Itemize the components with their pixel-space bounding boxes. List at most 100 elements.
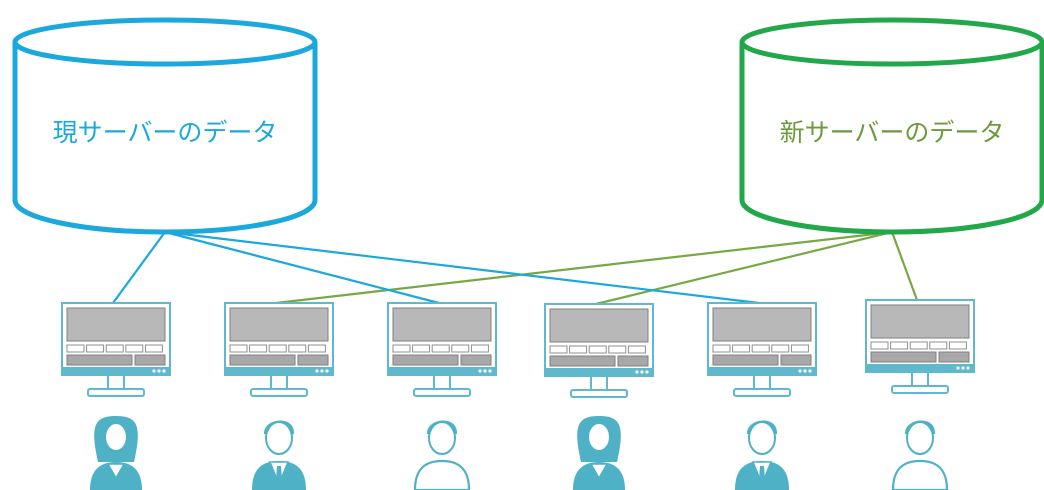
monitor-screen-panel [712,307,812,342]
monitor-bar-right [780,354,812,366]
monitor-bar-left [392,354,459,366]
workstation-4 [544,303,654,490]
monitor-icon [865,299,975,394]
link-new-to-workstation-4 [595,230,893,306]
monitor-key [732,344,751,353]
monitor-key [929,341,948,350]
monitor-screen-panel [66,307,166,342]
current-server-database: 現サーバーのデータ [12,17,318,235]
user-face [587,422,611,452]
monitor-key [549,345,568,354]
monitor-led-dot [152,369,156,373]
monitor-key [412,344,431,353]
monitor-base [891,385,949,394]
link-current-to-workstation-1 [112,231,166,304]
monitor-led-dot [966,366,970,370]
monitor-neck [433,374,451,390]
monitor-screen-panel [229,307,329,342]
monitor-key [288,344,307,353]
workstation-5 [707,302,817,490]
monitor-base [413,388,471,397]
user-face [428,421,456,455]
monitor-key [470,344,489,353]
monitor-led-dot [645,370,649,374]
monitor-key [144,344,163,353]
monitor-screen-panel [549,308,649,343]
current-server-label: 現サーバーのデータ [53,118,278,147]
monitor-led-dot [798,369,802,373]
user-female-icon [90,416,142,490]
monitor-led-dot [961,366,965,370]
user-male-icon [891,420,949,490]
monitor-bar-right [617,355,649,367]
monitor-bezel [708,367,816,375]
monitor-icon [61,302,171,397]
user-female-icon [573,416,625,490]
monitor-key [751,344,770,353]
monitor-key [307,344,326,353]
user-face [265,421,293,455]
monitor-key [627,345,646,354]
monitor-base [733,388,791,397]
user-body-outline [891,459,949,490]
monitor-key [870,341,889,350]
link-new-to-workstation-6 [890,231,919,301]
workstation-2 [224,302,334,490]
user-face [104,422,128,452]
monitor-led-dot [157,369,161,373]
monitor-led-dot [635,370,639,374]
monitor-key [890,341,909,350]
monitor-bar-right [134,354,166,366]
user-male-suit-icon [252,420,306,490]
user-face [748,421,776,455]
monitor-key [125,344,144,353]
monitor-led-dot [483,369,487,373]
monitor-led-dot [478,369,482,373]
monitor-key [608,345,627,354]
monitor-key [771,344,790,353]
monitor-bar-left [66,354,133,366]
new-server-body [739,42,1044,235]
monitor-led-dot [803,369,807,373]
monitor-neck [753,374,771,390]
monitor-icon [544,303,654,398]
monitor-key [909,341,928,350]
current-server-top [12,17,318,67]
monitor-key [229,344,248,353]
new-server-top [739,17,1044,67]
monitor-bar-left [229,354,296,366]
monitor-bar-left [870,351,937,363]
monitor-led-dot [315,369,319,373]
monitor-neck [911,371,929,387]
monitor-bar-left [549,355,616,367]
monitor-key [431,344,450,353]
monitor-key [948,341,967,350]
workstations [61,299,975,490]
user-body-outline [413,459,471,490]
monitor-bezel [62,367,170,375]
monitor-led-dot [640,370,644,374]
monitor-bezel [866,364,974,372]
user-collar [106,463,126,480]
monitor-neck [107,374,125,390]
monitor-neck [590,375,608,391]
monitor-icon [224,302,334,397]
user-tie [759,466,765,484]
monitor-led-dot [162,369,166,373]
workstation-3 [387,302,497,490]
monitor-key [268,344,287,353]
link-current-to-workstation-5 [164,230,760,305]
monitor-key [86,344,105,353]
monitor-key [569,345,588,354]
monitor-bar-right [460,354,492,366]
monitor-led-dot [320,369,324,373]
user-male-icon [413,420,471,490]
monitor-bar-right [297,354,329,366]
link-new-to-workstation-2 [275,230,893,305]
monitor-key [451,344,470,353]
user-male-suit-icon [735,420,789,490]
monitor-led-dot [488,369,492,373]
monitor-led-dot [956,366,960,370]
